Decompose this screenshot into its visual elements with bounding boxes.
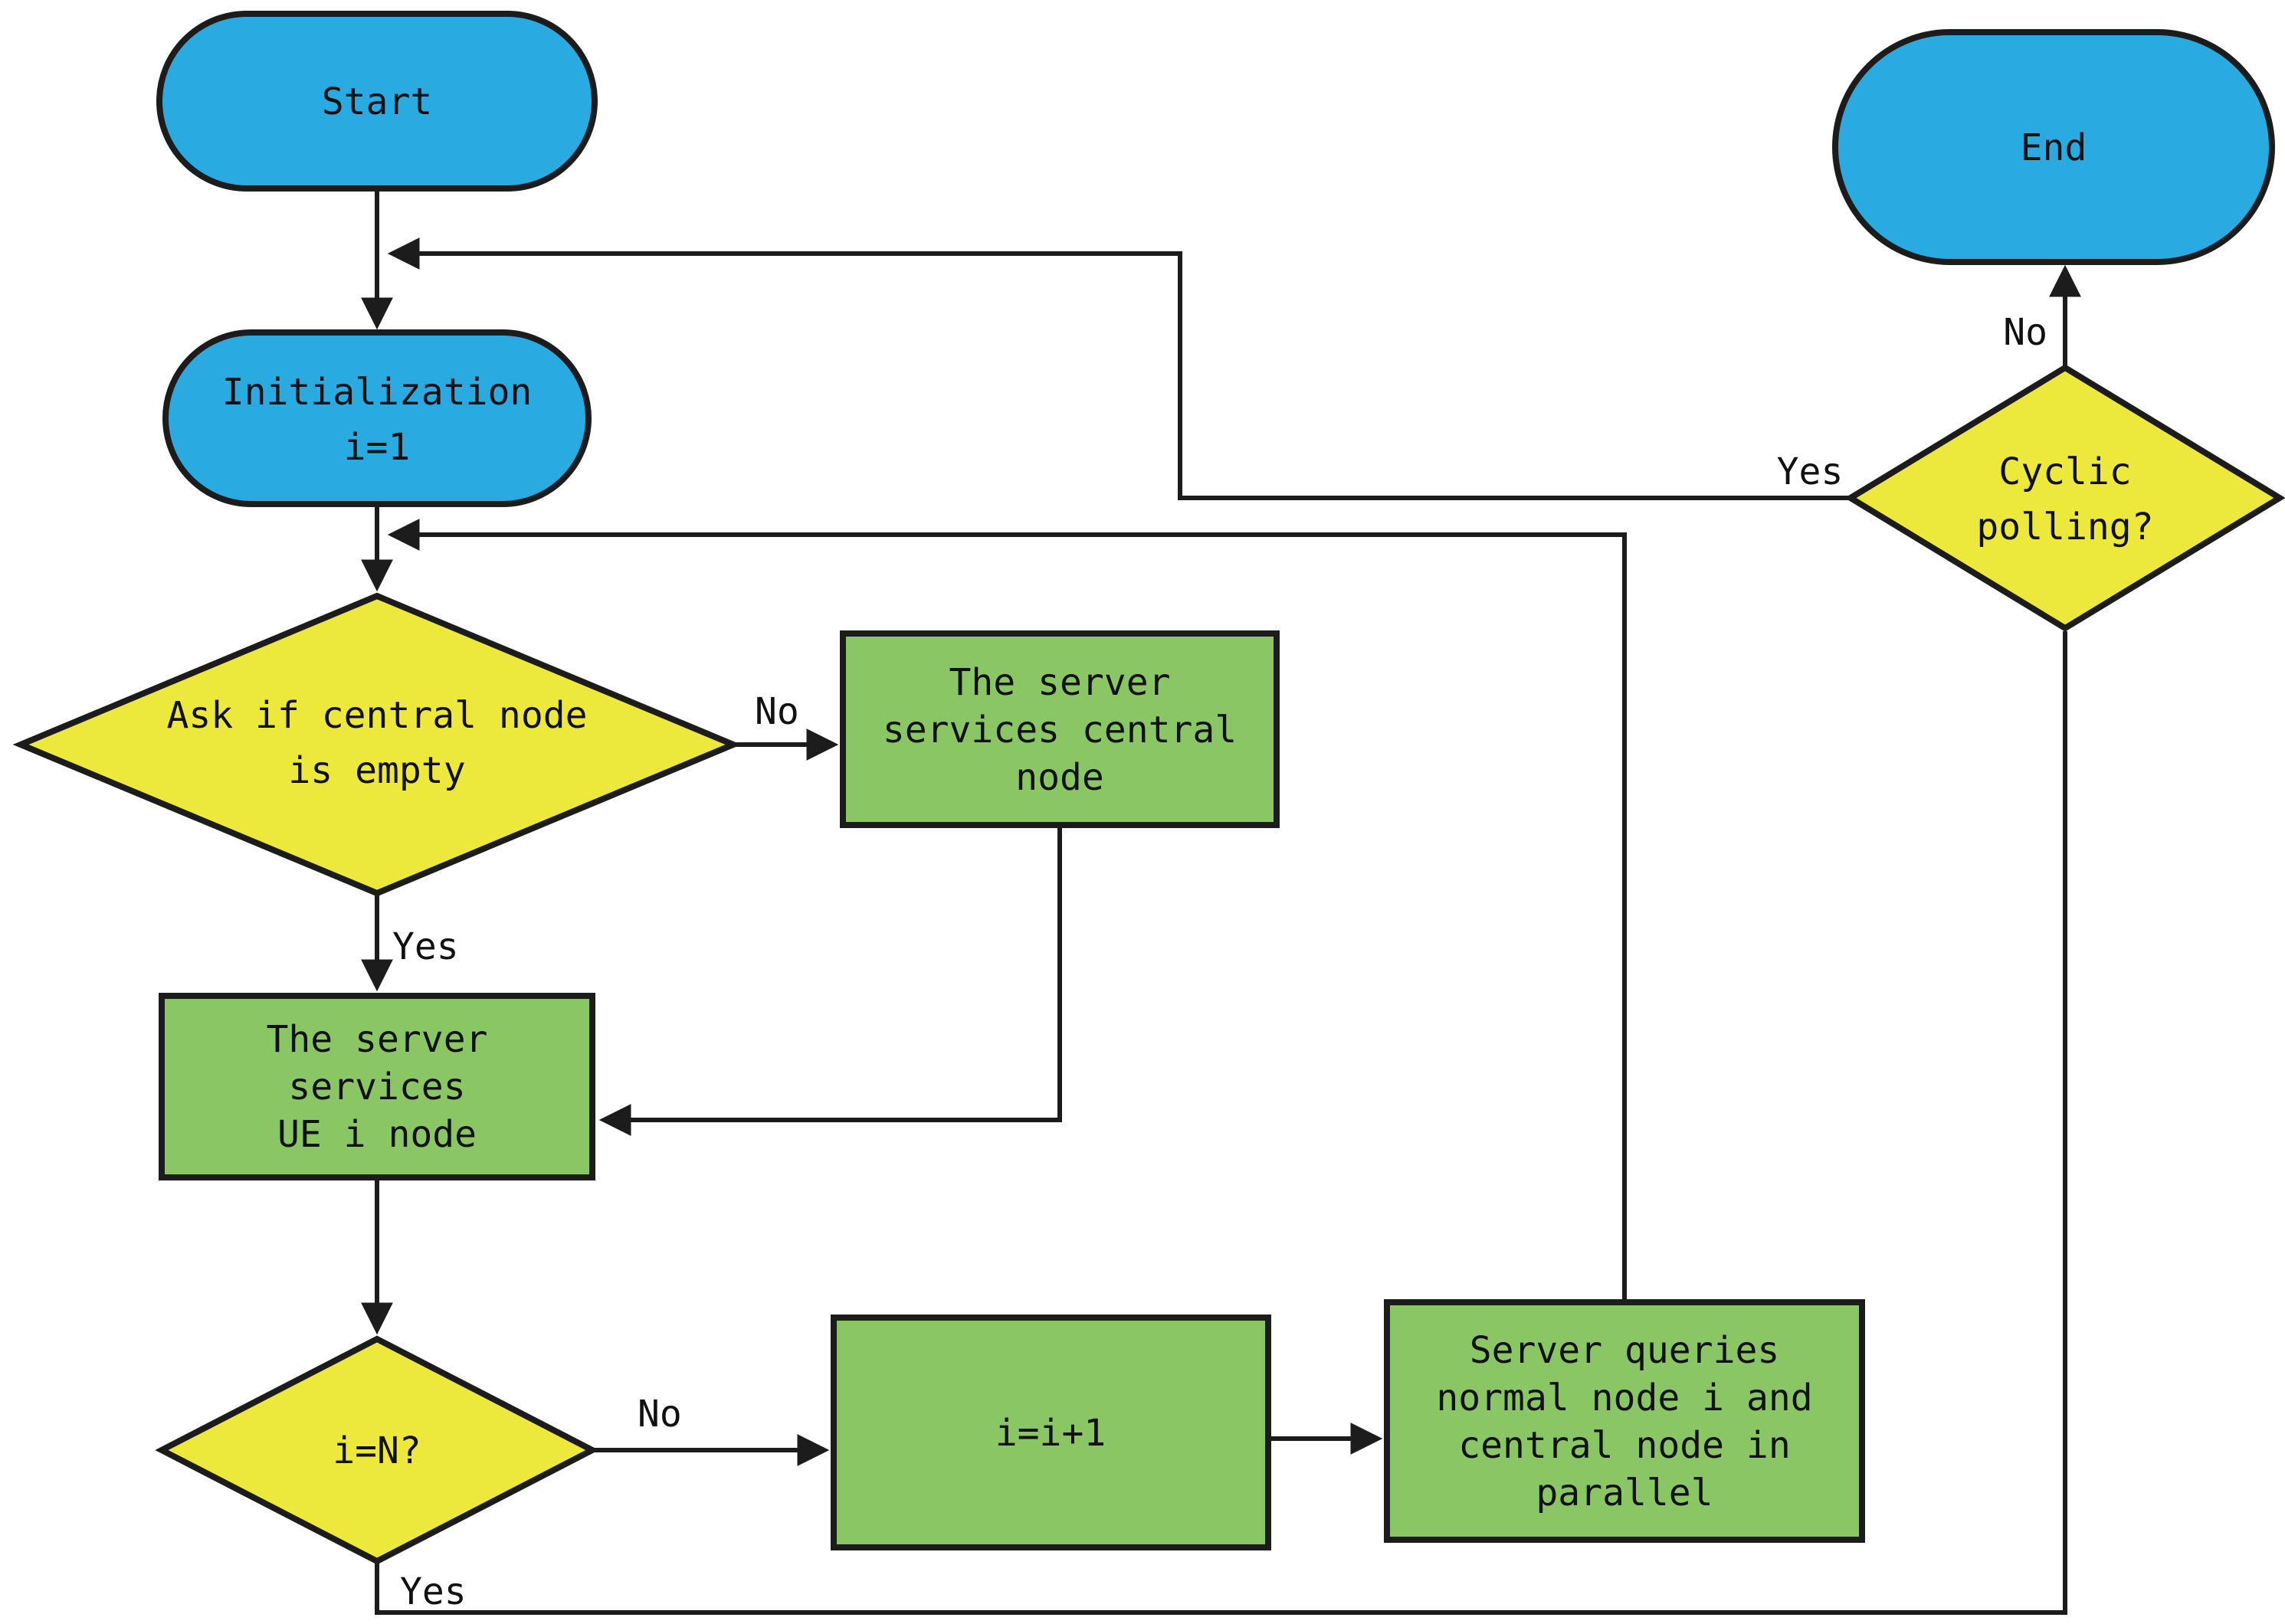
flow-edges bbox=[361, 188, 2081, 1615]
serve-ue-label-line-3: UE i node bbox=[277, 1113, 477, 1156]
end-node: End bbox=[1832, 29, 2275, 265]
server-queries-process: Server queries normal node i and central… bbox=[1384, 1299, 1865, 1543]
init-node-shape bbox=[162, 329, 592, 507]
ask-central-decision: Ask if central node is empty bbox=[12, 592, 742, 897]
ask-central-label-line-2: is empty bbox=[288, 749, 465, 792]
ieqn-decision-label: i=N? bbox=[333, 1429, 421, 1472]
serve-ue-process: The server services UE i node bbox=[159, 993, 595, 1180]
server-queries-process-shape bbox=[1384, 1299, 1865, 1543]
serve-ue-process-shape bbox=[159, 993, 595, 1180]
cyclic-polling-label-line-1: Cyclic bbox=[1998, 450, 2131, 493]
serve-ue-label-line-1: The server bbox=[267, 1018, 488, 1061]
serve-central-process: The server services central node bbox=[840, 630, 1280, 828]
flow-nodes: Start Initialization i=1 Ask if central … bbox=[12, 11, 2285, 1565]
end-node-label: End bbox=[2021, 126, 2087, 169]
edge-serve-central-to-serve-ue bbox=[598, 825, 1062, 1136]
start-node-shape bbox=[156, 11, 598, 192]
serve-central-process-shape bbox=[840, 630, 1280, 828]
edge-label-cyclic-no: No bbox=[2003, 311, 2047, 354]
server-queries-label-line-1: Server queries bbox=[1470, 1329, 1780, 1372]
edge-label-ask-yes: Yes bbox=[392, 925, 459, 968]
cyclic-polling-label-line-2: polling? bbox=[1976, 506, 2153, 548]
server-queries-label-line-3: central node in bbox=[1458, 1424, 1790, 1467]
serve-ue-label-line-2: services bbox=[288, 1066, 465, 1108]
start-node: Start bbox=[156, 11, 598, 192]
edge-labels: No Yes No Yes Yes No bbox=[392, 311, 2047, 1613]
cyclic-polling-decision: Cyclic polling? bbox=[1844, 364, 2285, 632]
serve-central-label-line-1: The server bbox=[949, 661, 1171, 704]
ask-central-decision-shape bbox=[12, 592, 742, 897]
edge-server-queries-return bbox=[387, 519, 1627, 1302]
serve-central-label-line-2: services central bbox=[883, 709, 1237, 751]
edge-label-ask-no: No bbox=[755, 690, 799, 733]
ieqn-decision-shape bbox=[155, 1335, 599, 1565]
init-node-label-line-2: i=1 bbox=[344, 426, 411, 469]
increment-process-shape bbox=[831, 1315, 1271, 1550]
edge-cyclic-yes-return bbox=[387, 237, 1851, 500]
increment-process-label: i=i+1 bbox=[995, 1412, 1106, 1455]
edge-label-ieqn-yes: Yes bbox=[400, 1570, 467, 1613]
ieqn-decision: i=N? bbox=[155, 1335, 599, 1565]
init-node: Initialization i=1 bbox=[162, 329, 592, 507]
end-node-shape bbox=[1832, 29, 2275, 265]
cyclic-polling-decision-shape bbox=[1844, 364, 2285, 632]
server-queries-label-line-2: normal node i and bbox=[1436, 1377, 1812, 1419]
edge-ieqn-yes bbox=[375, 631, 2067, 1615]
increment-process: i=i+1 bbox=[831, 1315, 1271, 1550]
edge-label-cyclic-yes: Yes bbox=[1777, 450, 1844, 493]
ask-central-label-line-1: Ask if central node bbox=[166, 694, 587, 737]
server-queries-label-line-4: parallel bbox=[1536, 1472, 1713, 1514]
serve-central-label-line-3: node bbox=[1015, 756, 1104, 799]
edge-label-ieqn-no: No bbox=[638, 1393, 682, 1436]
init-node-label-line-1: Initialization bbox=[222, 371, 533, 414]
start-node-label: Start bbox=[322, 80, 433, 123]
